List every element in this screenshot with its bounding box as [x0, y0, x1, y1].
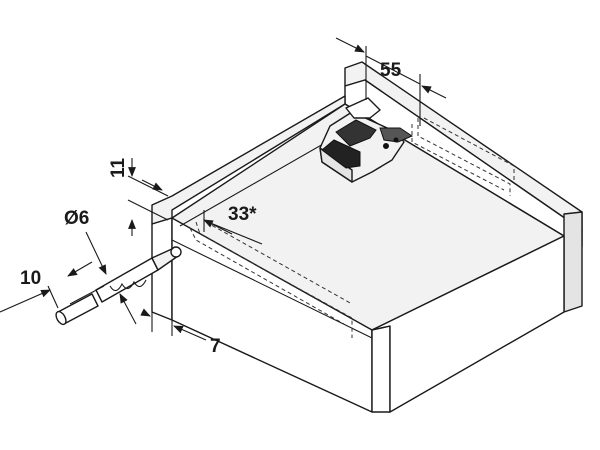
right-end-panel — [563, 211, 583, 313]
dim-diameter: Ø6 — [64, 208, 137, 325]
dim-7: 7 — [140, 308, 221, 357]
dim-33-label: 33* — [228, 204, 257, 225]
locking-device-icon — [319, 97, 414, 183]
dowel-icon — [55, 285, 105, 326]
hidden-runner-left — [189, 221, 353, 338]
right-front-block — [371, 325, 391, 413]
dim-11: 11 — [108, 157, 169, 236]
dim-10: 10 — [0, 261, 93, 313]
dim-11-label: 11 — [108, 157, 129, 178]
dim-33: 33* — [203, 204, 263, 245]
drawer-box — [151, 61, 583, 413]
drill-bit-icon — [95, 246, 182, 303]
dim-55: 55 — [335, 37, 447, 126]
dim-10-label: 10 — [20, 268, 41, 289]
dim-diameter-label: Ø6 — [64, 208, 89, 229]
right-side-rail — [371, 235, 565, 413]
dim-7-label: 7 — [210, 336, 221, 357]
dim-55-label: 55 — [380, 60, 402, 81]
hidden-runner-right — [411, 117, 515, 196]
